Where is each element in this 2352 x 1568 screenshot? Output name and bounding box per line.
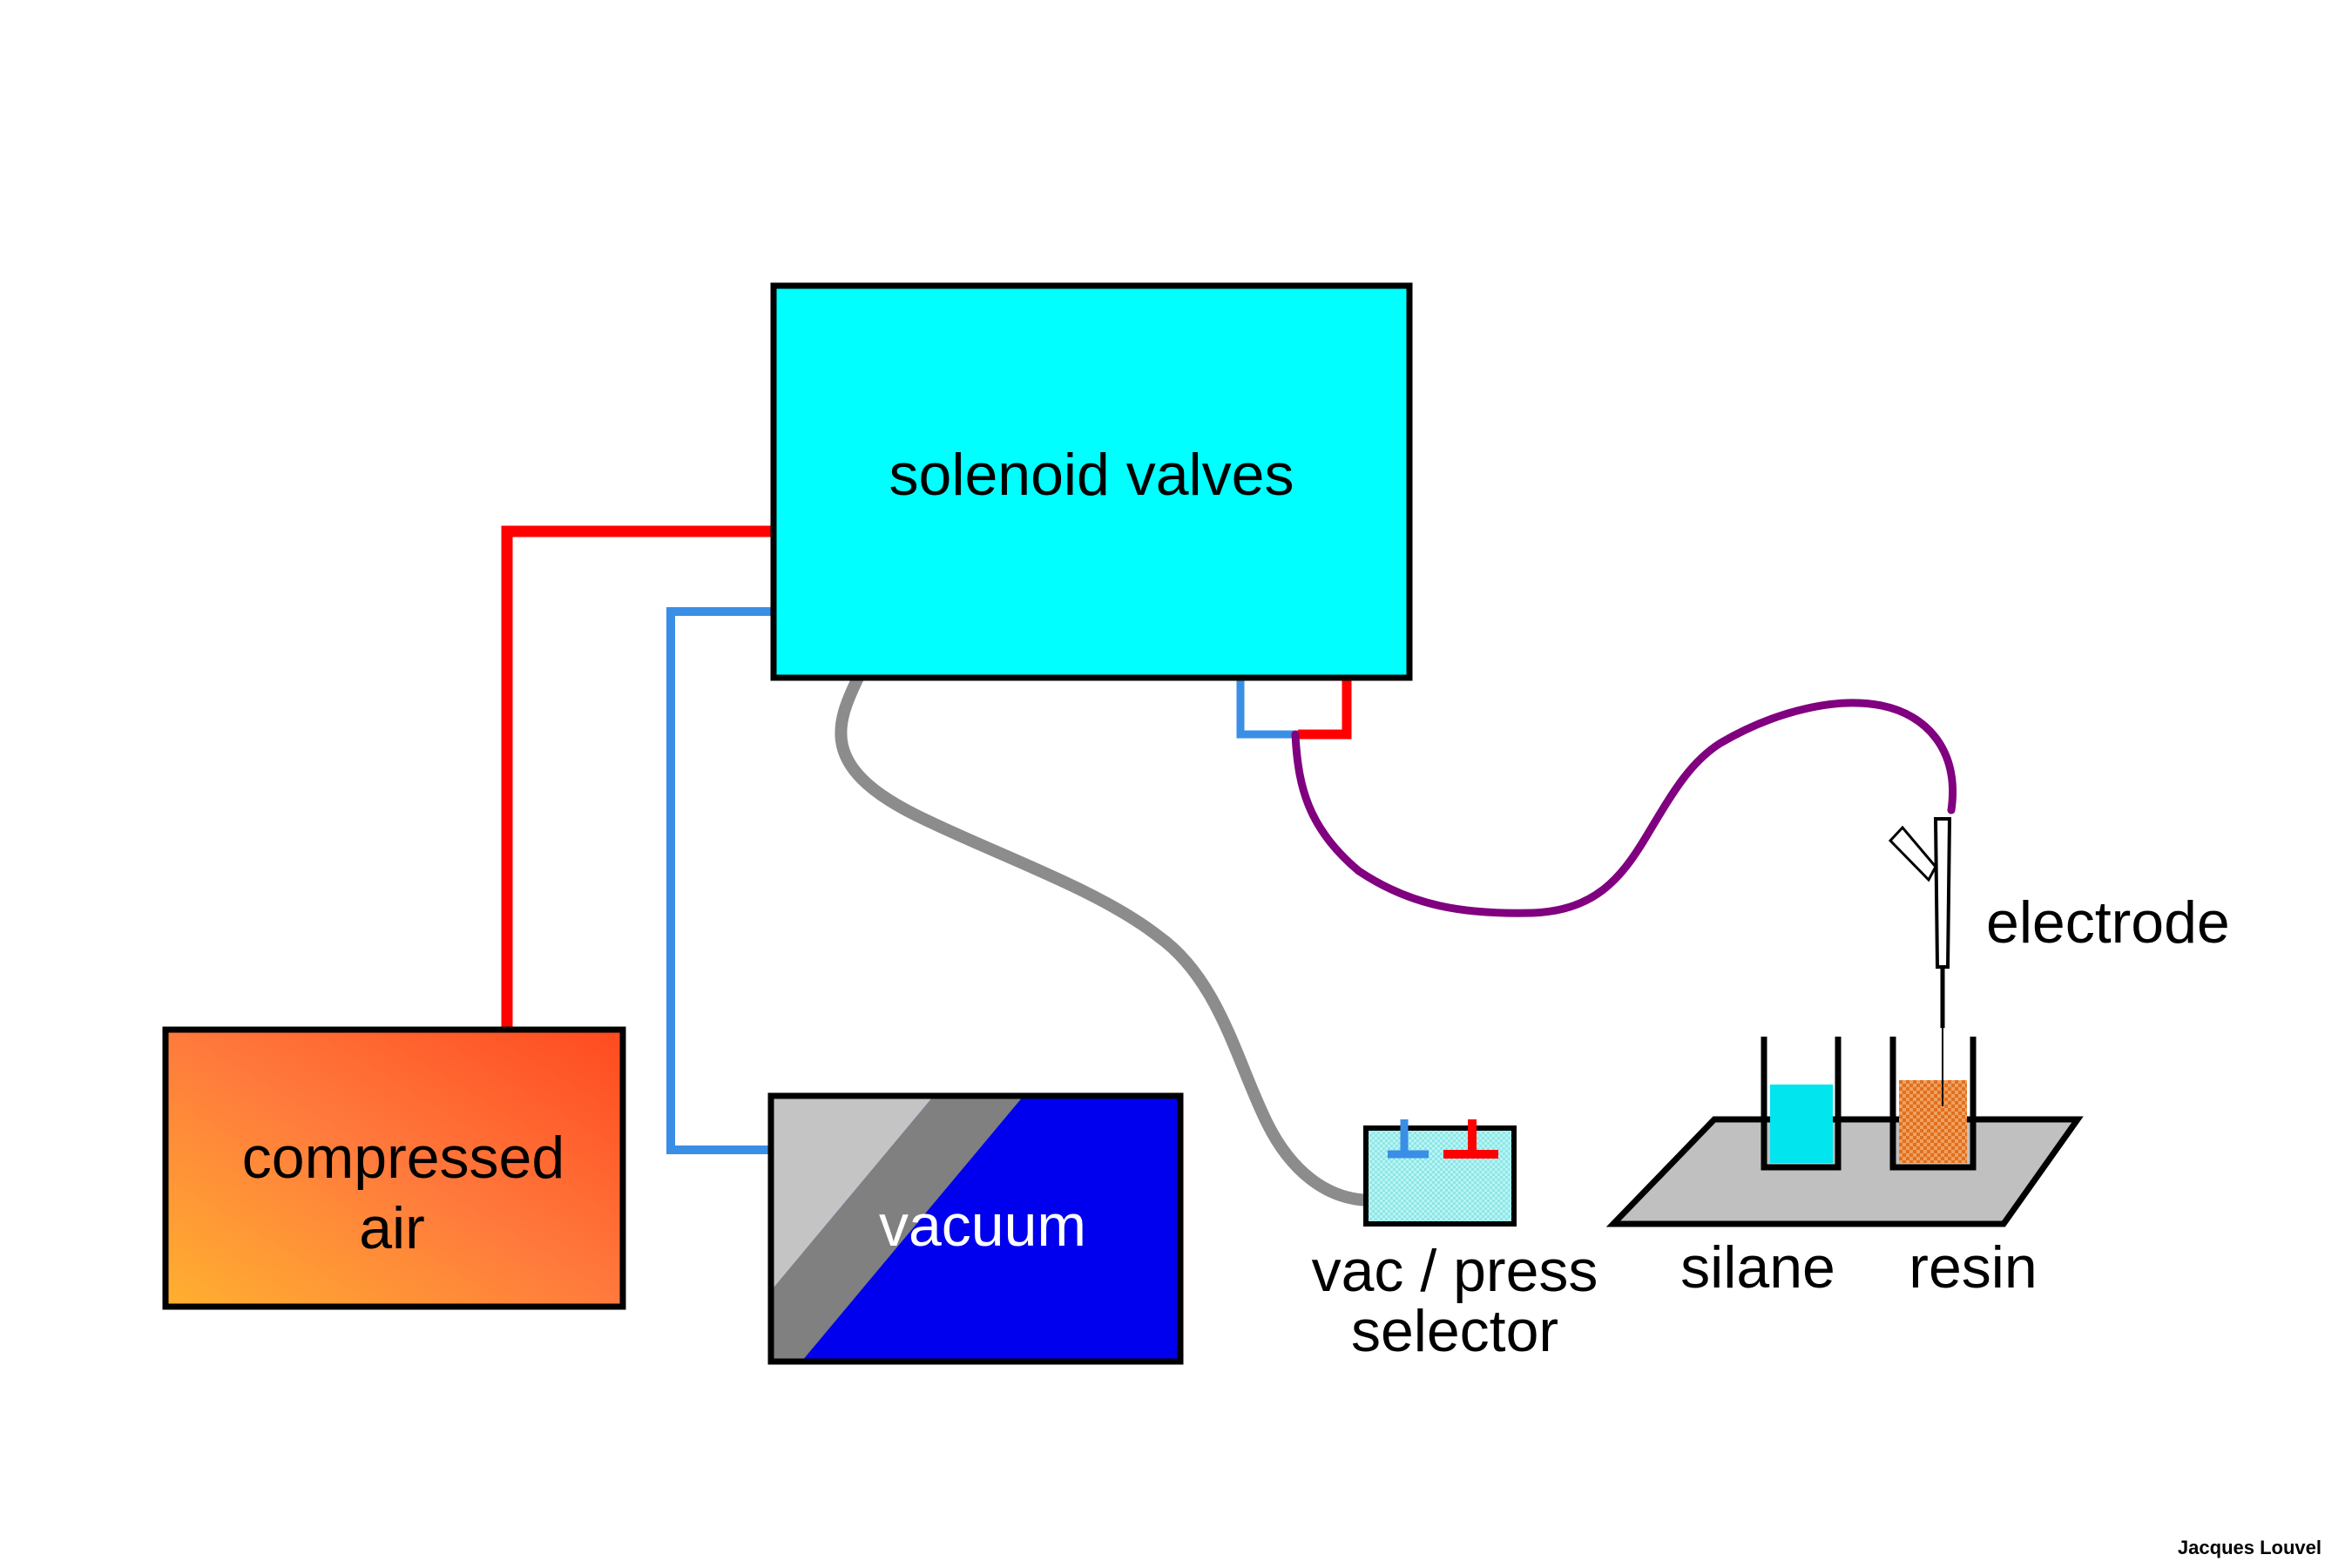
compressed-air-box [162,1026,626,1310]
selector-label-line2: selector [1351,1298,1558,1364]
silane-label: silane [1680,1234,1835,1301]
resin-beaker [1889,1037,1977,1171]
vacuum-box [767,1092,1184,1365]
pressure-line [501,525,774,1035]
resin-label: resin [1909,1234,2037,1301]
vacuum-label: vacuum [879,1193,1086,1259]
selector-pressure-valve [1443,1119,1498,1159]
electrode-cable [1291,699,1957,917]
vacuum-outlet-stub [1236,678,1298,739]
electrode [1888,817,1952,1106]
compressed-air-label-line2: air [359,1195,425,1261]
silane-beaker [1761,1037,1842,1171]
electrode-label: electrode [1986,889,2230,956]
selector-vacuum-valve [1388,1119,1429,1159]
compressed-air-label-line1: compressed [242,1125,564,1191]
selector-label-line1: vac / press [1312,1238,1598,1304]
solenoid-valves-box [770,282,1413,681]
gray-tube [835,672,1378,1206]
author-credit: Jacques Louvel [2178,1537,2322,1558]
solenoid-valves-label: solenoid valves [889,442,1294,508]
vac-press-selector [1363,1119,1517,1227]
vacuum-line [666,607,774,1154]
tray [1605,1116,2084,1227]
pressure-outlet-stub [1298,678,1352,740]
